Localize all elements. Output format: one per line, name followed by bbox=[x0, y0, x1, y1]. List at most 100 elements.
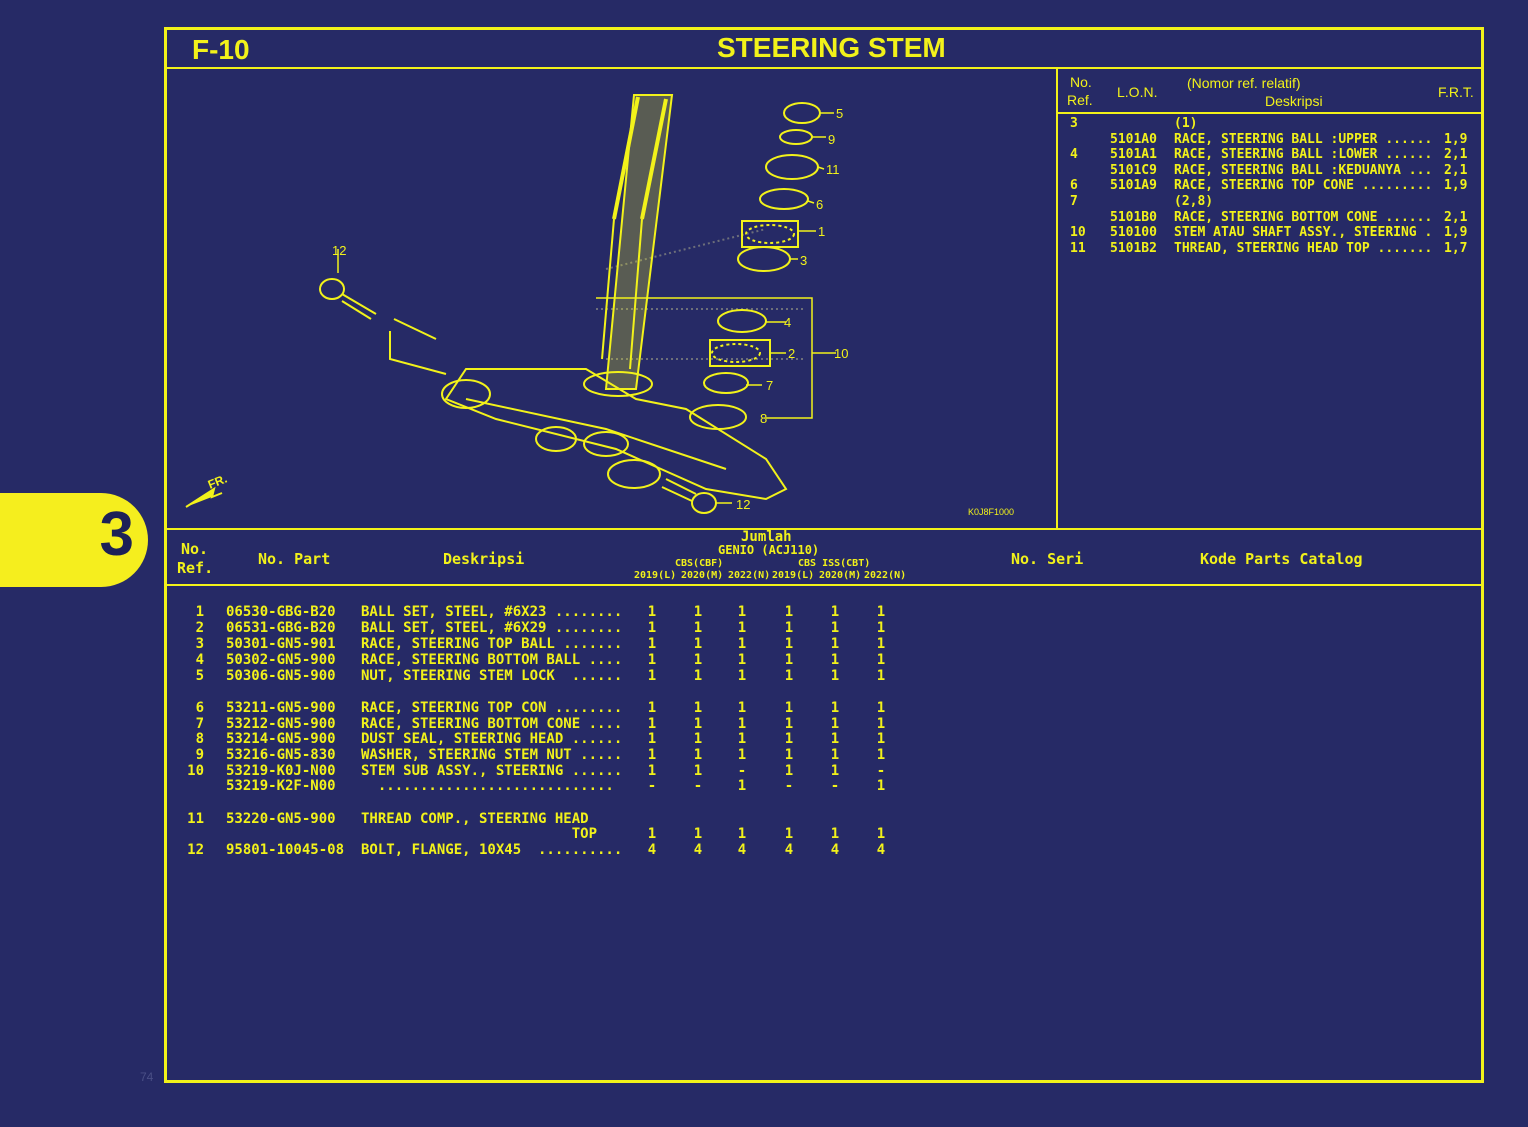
parts-cell-qty: 1 bbox=[693, 620, 703, 636]
parts-cell-qty: 1 bbox=[647, 716, 657, 732]
ref-cell-frt: 1,9 bbox=[1444, 178, 1468, 194]
parts-cell-qty: 1 bbox=[830, 604, 840, 620]
parts-header-serial: No. Seri bbox=[1011, 550, 1084, 568]
parts-cell-qty: - bbox=[693, 778, 703, 794]
parts-cell-description: TOP bbox=[361, 826, 598, 842]
ref-cell-frt: 1,7 bbox=[1444, 240, 1468, 256]
callout-label: 6 bbox=[816, 197, 823, 212]
diagram-code: K0J8F1000 bbox=[968, 507, 1014, 517]
parts-cell-qty: 1 bbox=[876, 620, 886, 636]
ref-cell-frt: 2,1 bbox=[1444, 209, 1468, 225]
parts-cell-part-number: 53220-GN5-900 bbox=[226, 811, 336, 827]
ref-table-row: 3 (1) bbox=[0, 116, 1528, 132]
parts-cell-qty: 1 bbox=[830, 731, 840, 747]
parts-cell-qty: 1 bbox=[784, 668, 794, 684]
parts-cell-qty: 1 bbox=[693, 636, 703, 652]
parts-header-ref: Ref. bbox=[177, 559, 214, 577]
parts-header-part: No. Part bbox=[258, 550, 331, 568]
parts-cell-part-number: 50306-GN5-900 bbox=[226, 668, 336, 684]
ref-cell-lon: 5101B0 bbox=[1110, 209, 1157, 225]
parts-cell-part-number: 50301-GN5-901 bbox=[226, 636, 336, 652]
parts-cell-qty: 1 bbox=[784, 636, 794, 652]
ref-cell-lon: 5101A0 bbox=[1110, 131, 1157, 147]
parts-cell-ref: 3 bbox=[195, 636, 204, 652]
diagram-divider bbox=[1056, 69, 1058, 529]
parts-cell-qty: 1 bbox=[876, 778, 886, 794]
parts-cell-ref: 2 bbox=[195, 620, 204, 636]
section-divider bbox=[164, 528, 1484, 530]
parts-cell-qty: 1 bbox=[647, 700, 657, 716]
callout-label: 12 bbox=[736, 497, 750, 512]
parts-header-year: 2020(M) bbox=[819, 570, 862, 581]
page-title: STEERING STEM bbox=[717, 32, 946, 63]
ref-cell-lon: 510100 bbox=[1110, 225, 1157, 241]
parts-cell-qty: 1 bbox=[876, 636, 886, 652]
parts-cell-qty: - bbox=[737, 763, 747, 779]
ref-cell-ref: 7 bbox=[1070, 194, 1078, 209]
parts-cell-qty: 1 bbox=[830, 747, 840, 763]
section-number: 3 bbox=[99, 500, 134, 569]
parts-cell-qty: 1 bbox=[876, 716, 886, 732]
parts-cell-qty: 1 bbox=[737, 604, 747, 620]
parts-cell-qty: 4 bbox=[830, 842, 840, 858]
ref-cell-lon: 5101A9 bbox=[1110, 178, 1157, 194]
parts-cell-qty: 1 bbox=[647, 731, 657, 747]
parts-cell-part-number: 95801-10045-08 bbox=[226, 842, 345, 858]
parts-cell-ref: 11 bbox=[187, 811, 204, 827]
left-bolt bbox=[319, 278, 447, 375]
callout-label: 7 bbox=[766, 378, 773, 393]
ref-cell-lon: 5101C9 bbox=[1110, 162, 1157, 178]
ref-cell-ref: 6 bbox=[1070, 178, 1078, 194]
parts-page-frame bbox=[164, 27, 1484, 1083]
parts-cell-qty: 1 bbox=[784, 826, 794, 842]
parts-cell-qty: 1 bbox=[876, 747, 886, 763]
parts-cell-qty: 1 bbox=[647, 604, 657, 620]
ref-header-desc: Deskripsi bbox=[1265, 93, 1323, 109]
ref-cell-desc: RACE, STEERING BALL :KEDUANYA ... bbox=[1174, 162, 1433, 178]
parts-cell-qty: 1 bbox=[647, 636, 657, 652]
parts-cell-qty: 1 bbox=[737, 652, 747, 668]
parts-cell-qty: 1 bbox=[876, 604, 886, 620]
parts-cell-qty: 4 bbox=[876, 842, 886, 858]
ref-cell-ref: 3 bbox=[1070, 116, 1078, 131]
parts-cell-part-number: 53214-GN5-900 bbox=[226, 731, 336, 747]
parts-cell-qty: 1 bbox=[647, 826, 657, 842]
page-number: 74 bbox=[140, 1070, 154, 1084]
parts-cell-qty: 1 bbox=[647, 620, 657, 636]
callout-label: 10 bbox=[834, 346, 848, 361]
parts-cell-ref: 4 bbox=[195, 652, 204, 668]
parts-cell-qty: 1 bbox=[784, 716, 794, 732]
callout-label: 9 bbox=[828, 132, 835, 147]
parts-cell-part-number: 53212-GN5-900 bbox=[226, 716, 336, 732]
parts-cell-qty: 1 bbox=[784, 763, 794, 779]
parts-cell-qty: 1 bbox=[647, 763, 657, 779]
parts-cell-qty: 4 bbox=[693, 842, 703, 858]
parts-cell-qty: 1 bbox=[693, 700, 703, 716]
fr-label: FR. bbox=[206, 472, 229, 492]
callout-label: 1 bbox=[818, 224, 825, 239]
parts-cell-description: BOLT, FLANGE, 10X45 .......... bbox=[361, 842, 623, 858]
parts-cell-qty: 1 bbox=[876, 652, 886, 668]
leader-lines bbox=[337, 112, 836, 504]
parts-cell-description: STEM SUB ASSY., STEERING ...... bbox=[361, 763, 623, 779]
parts-cell-qty: 1 bbox=[647, 652, 657, 668]
parts-cell-qty: 1 bbox=[876, 826, 886, 842]
parts-cell-qty: 1 bbox=[737, 731, 747, 747]
ref-cell-desc: (1) bbox=[1174, 116, 1198, 131]
parts-cell-description: RACE, STEERING BOTTOM CONE .... bbox=[361, 716, 623, 732]
parts-header-iss: CBS ISS(CBT) bbox=[798, 558, 871, 569]
parts-header-year: 2019(L) bbox=[634, 570, 677, 581]
parts-header-no: No. bbox=[181, 540, 209, 558]
ref-header-desc-top: (Nomor ref. relatif) bbox=[1187, 75, 1301, 91]
parts-cell-description: WASHER, STEERING STEM NUT ..... bbox=[361, 747, 623, 763]
parts-cell-qty: 1 bbox=[830, 652, 840, 668]
